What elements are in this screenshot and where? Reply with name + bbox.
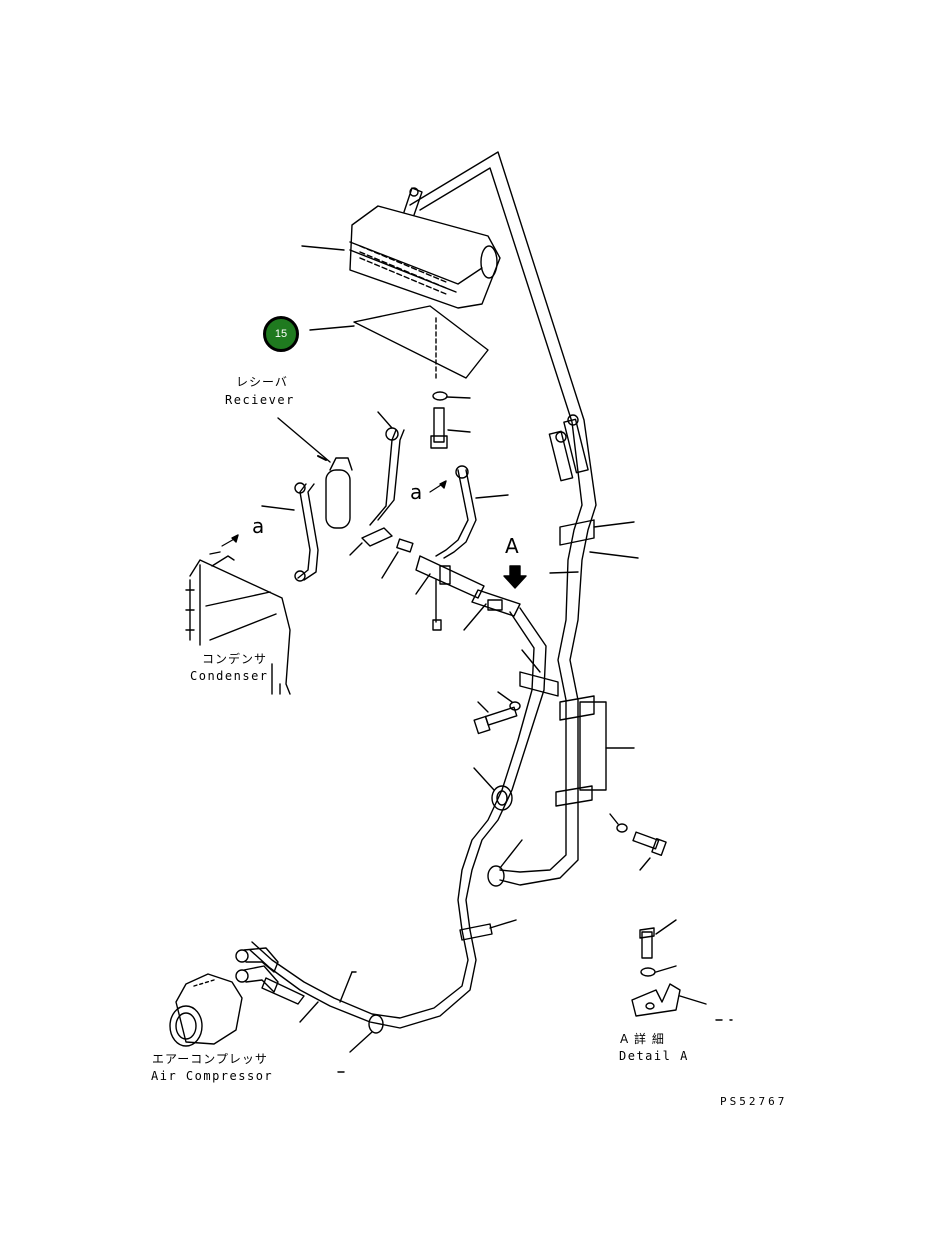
view-a-label: A bbox=[505, 534, 519, 558]
callout-15[interactable]: 15 bbox=[263, 316, 299, 352]
condenser-hose bbox=[222, 483, 318, 581]
plate-bolt bbox=[431, 392, 470, 448]
compressor-hose bbox=[250, 920, 516, 1072]
right-hose-clamps bbox=[556, 520, 634, 806]
condenser-label-en: Condenser bbox=[190, 669, 269, 683]
view-arrow-a bbox=[504, 566, 526, 588]
hose-fittings-upper bbox=[549, 415, 588, 481]
compressor-label-en: Air Compressor bbox=[151, 1069, 274, 1083]
compressor-fittings bbox=[236, 948, 278, 992]
drawing-number: PS52767 bbox=[720, 1095, 788, 1108]
receiver-hose bbox=[350, 412, 404, 555]
pressure-switch-fittings bbox=[382, 539, 520, 630]
right-bolt bbox=[610, 814, 666, 870]
receiver-label-ja: レシーバ bbox=[236, 375, 288, 389]
compressor-label-ja: エアーコンプレッサ bbox=[152, 1052, 268, 1066]
mounting-plate bbox=[310, 306, 488, 380]
aircon-unit bbox=[302, 188, 500, 308]
bracket-bolt bbox=[474, 692, 520, 734]
main-hose-right bbox=[410, 152, 596, 885]
detail-label-en: Detail A bbox=[619, 1049, 689, 1063]
detail-a-parts bbox=[632, 920, 732, 1020]
air-compressor bbox=[170, 974, 242, 1046]
ref-a-label-2: a bbox=[252, 514, 265, 538]
ref-a-label-1: a bbox=[410, 480, 423, 504]
receiver-drier bbox=[278, 418, 352, 528]
middle-hose bbox=[458, 608, 558, 930]
condenser-label-ja: コンデンサ bbox=[202, 652, 268, 666]
receiver-label-en: Reciever bbox=[225, 393, 295, 407]
detail-label-ja: A 詳 細 bbox=[620, 1032, 665, 1046]
grommets bbox=[474, 768, 522, 886]
leader-lines bbox=[550, 522, 638, 573]
center-hose-a bbox=[430, 466, 508, 558]
condenser bbox=[186, 552, 290, 694]
